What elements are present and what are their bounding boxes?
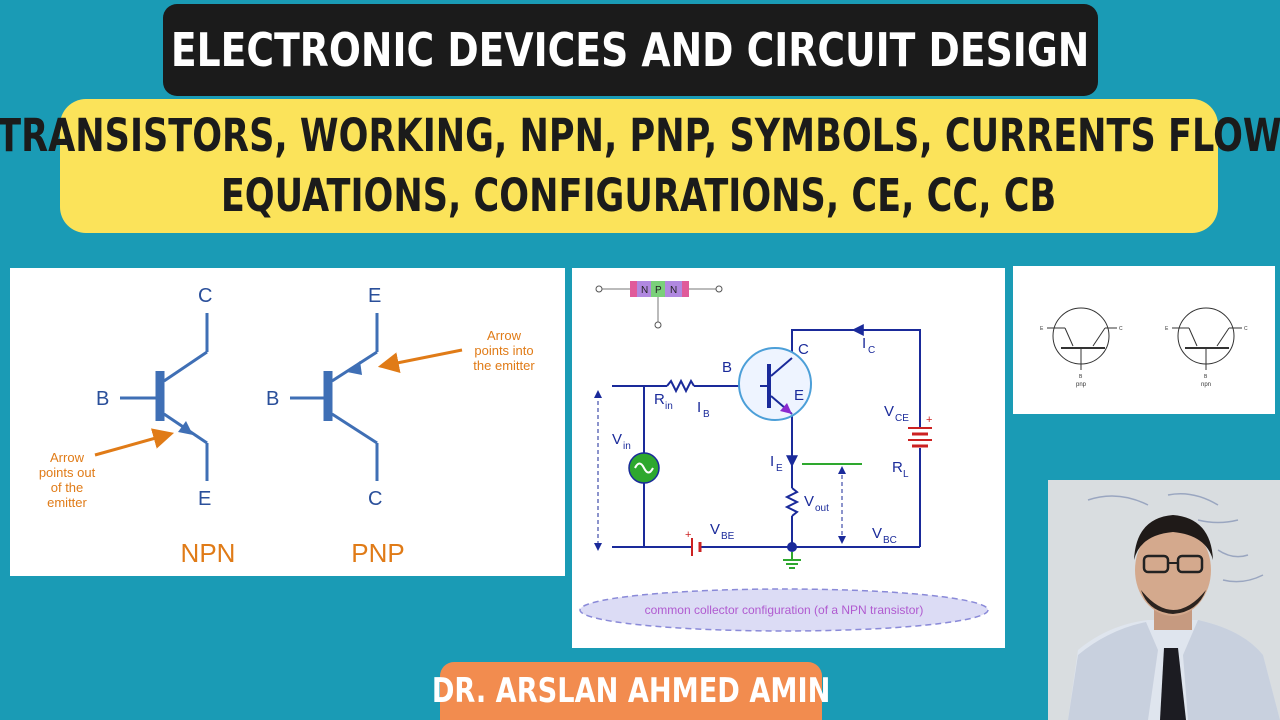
vbe-battery (691, 538, 702, 556)
label-ie: I (770, 453, 774, 470)
small-npn-c: C (1244, 326, 1248, 332)
npn-emitter-label: E (198, 488, 211, 510)
label-ie-sub: E (776, 463, 783, 474)
circuit-diagram: N P N (579, 281, 989, 632)
label-b: B (722, 359, 732, 376)
pnp-base-label: B (266, 388, 279, 410)
presenter-illustration (1048, 480, 1280, 720)
main-title: ELECTRONIC DEVICES AND CIRCUIT DESIGN (171, 23, 1090, 77)
vin-arrow-bottom (594, 543, 602, 551)
npn-pnp-symbols-panel: C B E Arrow points out of the emitter NP… (10, 268, 565, 576)
block-n-left: N (641, 285, 648, 296)
vce-battery (908, 427, 932, 448)
small-npn-e: E (1165, 326, 1169, 332)
label-vbc: V (872, 525, 882, 542)
label-vout: V (804, 493, 814, 510)
npn-name: NPN (181, 538, 236, 568)
pnp-arrow-note-1: Arrow (487, 328, 522, 343)
vbe-plus: + (685, 529, 691, 541)
label-vce-sub: CE (895, 413, 909, 424)
small-pnp-b: B (1079, 374, 1083, 380)
subtitle-line-2: EQUATIONS, CONFIGURATIONS, CE, CC, CB (221, 169, 1057, 222)
label-vbc-sub: BC (883, 535, 897, 546)
vin-arrow-top (594, 390, 602, 398)
label-rin-sub: in (665, 401, 673, 412)
vout-arrow-top (838, 466, 846, 474)
small-pnp-symbol (1047, 307, 1117, 370)
label-vout-sub: out (815, 503, 829, 514)
npn-semiconductor-block (595, 281, 723, 329)
pnp-symbol (290, 313, 379, 481)
common-collector-circuit-panel: N P N (572, 268, 1005, 648)
npn-emitter-arrow (178, 421, 193, 435)
pnp-name: PNP (351, 538, 404, 568)
block-n-right: N (670, 285, 677, 296)
label-ib-sub: B (703, 409, 710, 420)
small-symbols-diagram: E C B pnp E C B npn (1040, 307, 1248, 388)
npn-arrow-note-1: Arrow (50, 450, 85, 465)
label-vbe-sub: BE (721, 531, 735, 542)
label-rl: R (892, 459, 903, 476)
subtitle-banner: TRANSISTORS, WORKING, NPN, PNP, SYMBOLS,… (0, 99, 1280, 233)
label-ic-sub: C (868, 345, 875, 356)
label-rl-sub: L (903, 469, 909, 480)
label-rin: R (654, 391, 665, 408)
small-npn-label: npn (1201, 382, 1211, 388)
label-e: E (794, 387, 804, 404)
block-p: P (655, 285, 662, 296)
transistor-circle (738, 347, 812, 421)
npn-collector-label: C (198, 285, 212, 307)
circuit-caption: common collector configuration (of a NPN… (645, 603, 924, 617)
label-vce: V (884, 403, 894, 420)
vout-arrow-bottom (838, 536, 846, 544)
vce-plus: + (926, 414, 932, 426)
pnp-emitter-label: E (368, 285, 381, 307)
npn-arrow-note-4: emitter (47, 495, 87, 510)
label-ib: I (697, 399, 701, 416)
pnp-collector-label: C (368, 488, 382, 510)
small-npn-b: B (1204, 374, 1208, 380)
subtitle-line-1: TRANSISTORS, WORKING, NPN, PNP, SYMBOLS,… (0, 109, 1280, 162)
ground-node (787, 542, 797, 552)
pnp-arrow-note-2: points into (474, 343, 533, 358)
author-name: DR. ARSLAN AHMED AMIN (431, 671, 831, 711)
npn-base-label: B (96, 388, 109, 410)
label-vbe: V (710, 521, 720, 538)
title-banner: ELECTRONIC DEVICES AND CIRCUIT DESIGN (163, 4, 1098, 96)
label-ic: I (862, 335, 866, 352)
sine-wave-icon (634, 462, 654, 474)
author-banner: DR. ARSLAN AHMED AMIN (432, 662, 830, 720)
small-pnp-label: pnp (1076, 382, 1087, 388)
small-pnp-e: E (1040, 326, 1044, 332)
label-vin-sub: in (623, 441, 631, 452)
pnp-emitter-arrow (347, 361, 362, 375)
ground-icon (783, 552, 801, 569)
npn-symbol (120, 313, 209, 481)
npn-arrow-note-3: of the (51, 480, 84, 495)
label-c: C (798, 341, 809, 358)
npn-arrow-pointer (94, 428, 175, 457)
label-vin: V (612, 431, 622, 448)
npn-arrow-note-2: points out (39, 465, 96, 480)
caption-ellipse (579, 588, 989, 632)
small-pnp-c: C (1119, 326, 1123, 332)
small-symbols-panel: E C B pnp E C B npn (1013, 266, 1275, 414)
transistor-emitter-arrow (780, 403, 792, 414)
small-npn-symbol (1172, 307, 1242, 370)
pnp-arrow-note-3: the emitter (473, 358, 535, 373)
pnp-arrow-pointer (377, 348, 463, 374)
presenter-photo (1048, 480, 1280, 720)
npn-pnp-diagram: C B E Arrow points out of the emitter NP… (39, 285, 536, 568)
